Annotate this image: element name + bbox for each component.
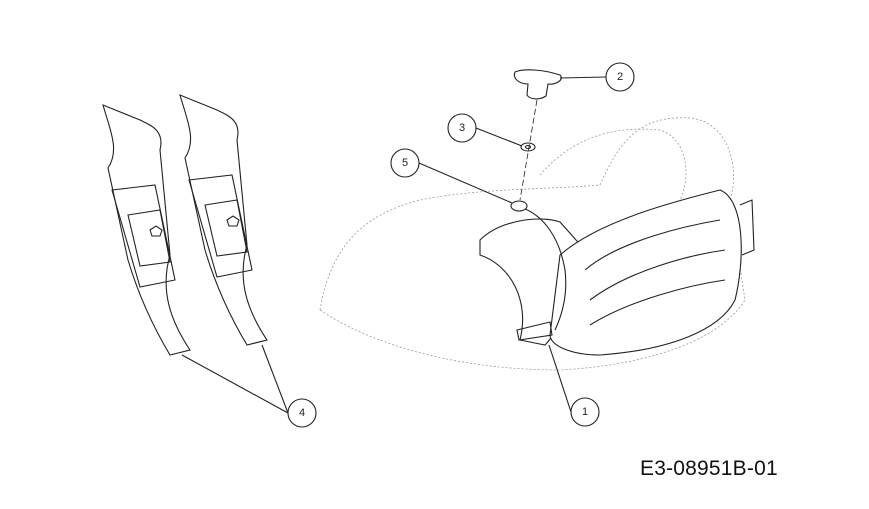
svg-text:3: 3 <box>459 122 465 134</box>
svg-text:4: 4 <box>299 407 305 419</box>
svg-text:2: 2 <box>617 71 623 83</box>
mower-blade-left <box>102 104 191 356</box>
callout-1: 1 <box>570 397 600 427</box>
washer <box>520 142 536 152</box>
leader-lines <box>181 76 607 414</box>
cable-eyelet <box>510 200 528 212</box>
mower-deck <box>319 117 755 371</box>
callout-3: 3 <box>447 113 477 143</box>
callout-5: 5 <box>390 148 420 178</box>
drawing-number: E3-08951B-01 <box>640 457 778 480</box>
cable <box>519 206 567 331</box>
mower-blade-right <box>179 94 268 346</box>
callout-4: 4 <box>287 398 317 428</box>
wing-knob <box>513 69 562 100</box>
svg-text:1: 1 <box>582 406 588 418</box>
callout-2: 2 <box>605 62 635 92</box>
svg-text:5: 5 <box>402 157 408 169</box>
